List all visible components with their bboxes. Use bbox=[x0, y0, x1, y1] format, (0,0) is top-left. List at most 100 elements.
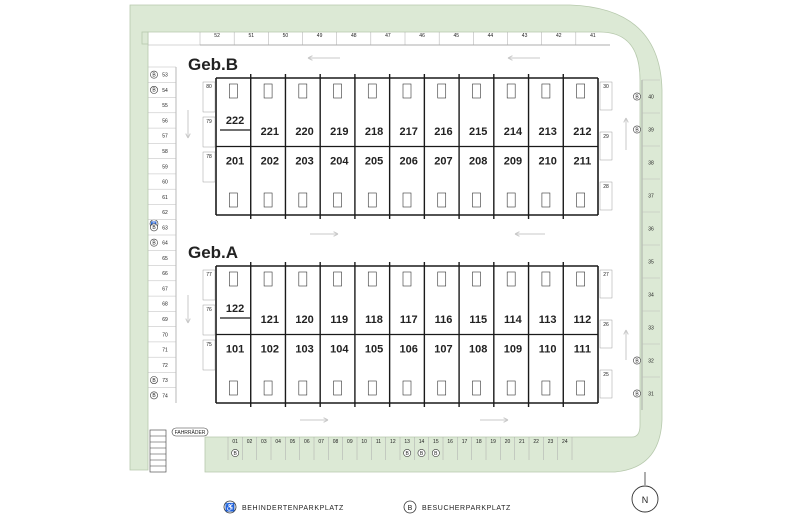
side-stall bbox=[202, 151, 216, 183]
parking-stall-76: 76 bbox=[206, 307, 212, 313]
parking-stall-64: 64 bbox=[162, 241, 168, 247]
parking-stall-17: 17 bbox=[462, 439, 468, 445]
visitor-badge-31-icon bbox=[633, 389, 641, 398]
legend-visitor-label: BESUCHERPARKPLATZ bbox=[422, 505, 511, 512]
parking-stall-50: 50 bbox=[283, 33, 289, 39]
visitor-badge-31-letter: B bbox=[635, 391, 639, 397]
side-stall bbox=[599, 319, 613, 349]
parking-stall-38: 38 bbox=[648, 161, 654, 167]
parking-stall-57: 57 bbox=[162, 134, 168, 140]
unit-212: 212 bbox=[573, 126, 591, 138]
building-0-door bbox=[298, 192, 308, 208]
unit-102: 102 bbox=[261, 344, 279, 356]
building-1-door bbox=[298, 271, 308, 287]
parking-stall-71: 71 bbox=[162, 348, 168, 354]
unit-220: 220 bbox=[295, 126, 313, 138]
unit-216: 216 bbox=[434, 126, 452, 138]
unit-109: 109 bbox=[504, 344, 522, 356]
parking-stall-35: 35 bbox=[648, 260, 654, 266]
building-0-door bbox=[229, 192, 238, 208]
building-1-door bbox=[541, 271, 551, 287]
unit-110: 110 bbox=[539, 344, 557, 356]
visitor-badge-39-letter: B bbox=[635, 127, 639, 133]
unit-121: 121 bbox=[261, 314, 279, 326]
parking-stall-15: 15 bbox=[433, 439, 439, 445]
unit-217: 217 bbox=[400, 126, 418, 138]
visitor-badge-15-letter: B bbox=[434, 451, 438, 457]
parking-stall-46: 46 bbox=[419, 33, 425, 39]
bike-parking-steps bbox=[149, 429, 167, 473]
unit-205: 205 bbox=[365, 156, 383, 168]
wheelchair-icon: ♿ bbox=[225, 502, 235, 512]
building-0-door bbox=[506, 192, 516, 208]
parking-stall-56: 56 bbox=[162, 118, 168, 124]
building-1-door bbox=[263, 271, 273, 287]
parking-stall-27: 27 bbox=[603, 272, 609, 278]
building-0-door bbox=[576, 83, 585, 99]
building-0-door bbox=[506, 83, 516, 99]
parking-stall-09: 09 bbox=[347, 439, 353, 445]
visitor-badge-63-icon bbox=[150, 223, 158, 232]
unit-206: 206 bbox=[400, 156, 418, 168]
arrow-top-right-head bbox=[507, 55, 513, 61]
parking-stall-24: 24 bbox=[562, 439, 568, 445]
parking-stall-68: 68 bbox=[162, 302, 168, 308]
parking-stall-75: 75 bbox=[206, 342, 212, 348]
parking-stall-49: 49 bbox=[317, 33, 323, 39]
building-1-door bbox=[506, 271, 516, 287]
building-0-door bbox=[472, 83, 481, 99]
building-1-door bbox=[472, 271, 481, 287]
parking-stall-19: 19 bbox=[490, 439, 496, 445]
visitor-badge-53-icon bbox=[150, 70, 158, 79]
building-0-door bbox=[437, 192, 447, 208]
building-1-door bbox=[402, 380, 412, 396]
parking-stall-45: 45 bbox=[453, 33, 459, 39]
unit-111: 111 bbox=[574, 344, 591, 356]
parking-stall-11: 11 bbox=[376, 439, 381, 445]
side-stall bbox=[599, 181, 613, 211]
side-stall bbox=[599, 131, 613, 161]
parking-stall-12: 12 bbox=[390, 439, 396, 445]
building-0-door bbox=[472, 192, 481, 208]
bike-label: FAHRRÄDER bbox=[175, 429, 206, 436]
parking-stall-79: 79 bbox=[206, 119, 212, 125]
visitor-letter-icon: B bbox=[408, 505, 413, 512]
unit-105: 105 bbox=[365, 344, 383, 356]
parking-stall-22: 22 bbox=[533, 439, 539, 445]
unit-203: 203 bbox=[295, 156, 313, 168]
unit-118: 118 bbox=[365, 314, 383, 326]
visitor-badge-39-icon bbox=[633, 125, 641, 134]
visitor-badge-74-icon bbox=[150, 391, 158, 400]
legend: ♿ BEHINDERTENPARKPLATZ B BESUCHERPARKPLA… bbox=[223, 500, 511, 514]
building-0-door bbox=[333, 83, 342, 99]
parking-stall-39: 39 bbox=[648, 128, 654, 134]
parking-stall-62: 62 bbox=[162, 210, 168, 216]
parking-stall-55: 55 bbox=[162, 103, 168, 109]
unit-202: 202 bbox=[261, 156, 279, 168]
parking-stall-29: 29 bbox=[603, 134, 609, 140]
visitor-badge-63-letter: B bbox=[152, 225, 156, 231]
unit-209: 209 bbox=[504, 156, 522, 168]
compass-label: N bbox=[642, 495, 649, 505]
unit-204: 204 bbox=[330, 156, 349, 168]
unit-210: 210 bbox=[538, 156, 556, 168]
arrow-left-down-2-head bbox=[185, 318, 191, 324]
building-0-door bbox=[333, 192, 342, 208]
parking-stall-48: 48 bbox=[351, 33, 357, 39]
parking-stall-59: 59 bbox=[162, 164, 168, 170]
parking-stall-37: 37 bbox=[648, 194, 654, 200]
parking-stall-18: 18 bbox=[476, 439, 482, 445]
visitor-badge-14-letter: B bbox=[420, 451, 424, 457]
unit-108: 108 bbox=[469, 344, 487, 356]
parking-stall-40: 40 bbox=[648, 95, 654, 101]
unit-211: 211 bbox=[573, 156, 591, 168]
unit-112: 112 bbox=[573, 314, 591, 326]
unit-122: 122 bbox=[226, 303, 244, 315]
parking-stall-36: 36 bbox=[648, 227, 654, 233]
visitor-badge-32-icon bbox=[633, 356, 641, 365]
visitor-badge-64-letter: B bbox=[152, 240, 156, 246]
parking-stall-63: 63 bbox=[162, 225, 168, 231]
visitor-badge-01-icon bbox=[231, 449, 240, 457]
side-stall bbox=[202, 339, 216, 371]
